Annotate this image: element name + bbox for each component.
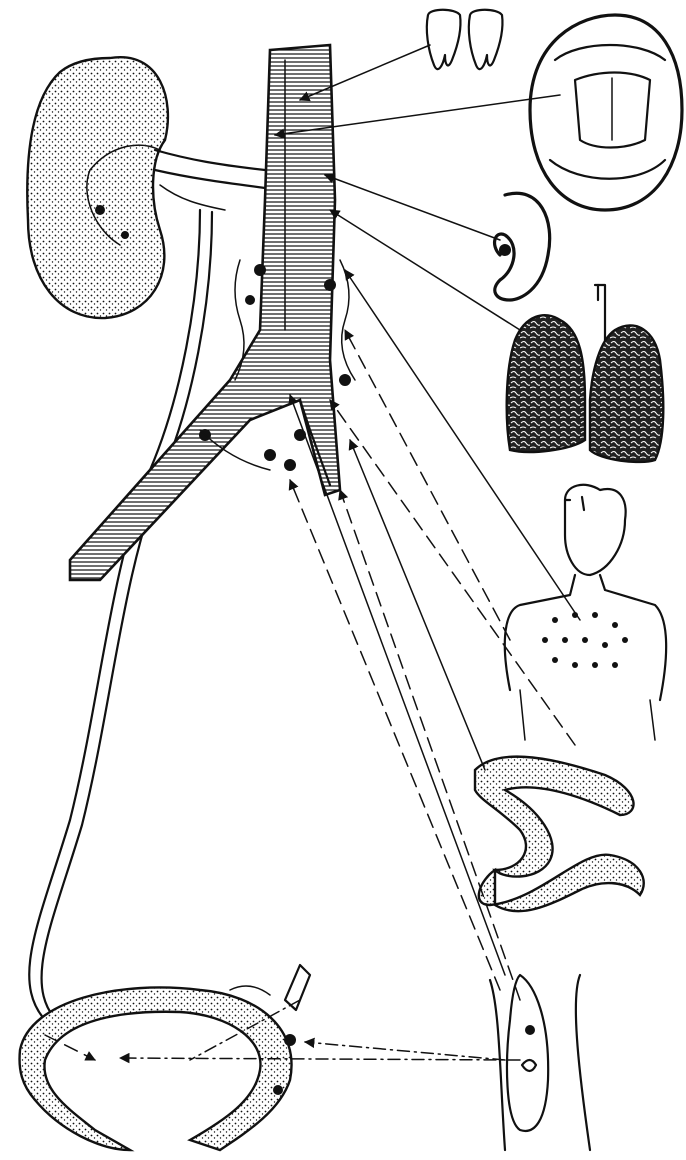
pelvis — [20, 965, 310, 1150]
intestine-icon — [475, 757, 644, 912]
torso-icon — [505, 485, 666, 740]
genital-organ-icon — [490, 975, 590, 1150]
renal-vessels — [155, 150, 265, 210]
teeth-icon — [427, 10, 503, 69]
lungs-icon — [507, 285, 664, 462]
ear-icon — [495, 193, 550, 300]
kidney — [27, 57, 168, 318]
mouth-icon — [530, 15, 682, 210]
ureter — [29, 210, 212, 1022]
